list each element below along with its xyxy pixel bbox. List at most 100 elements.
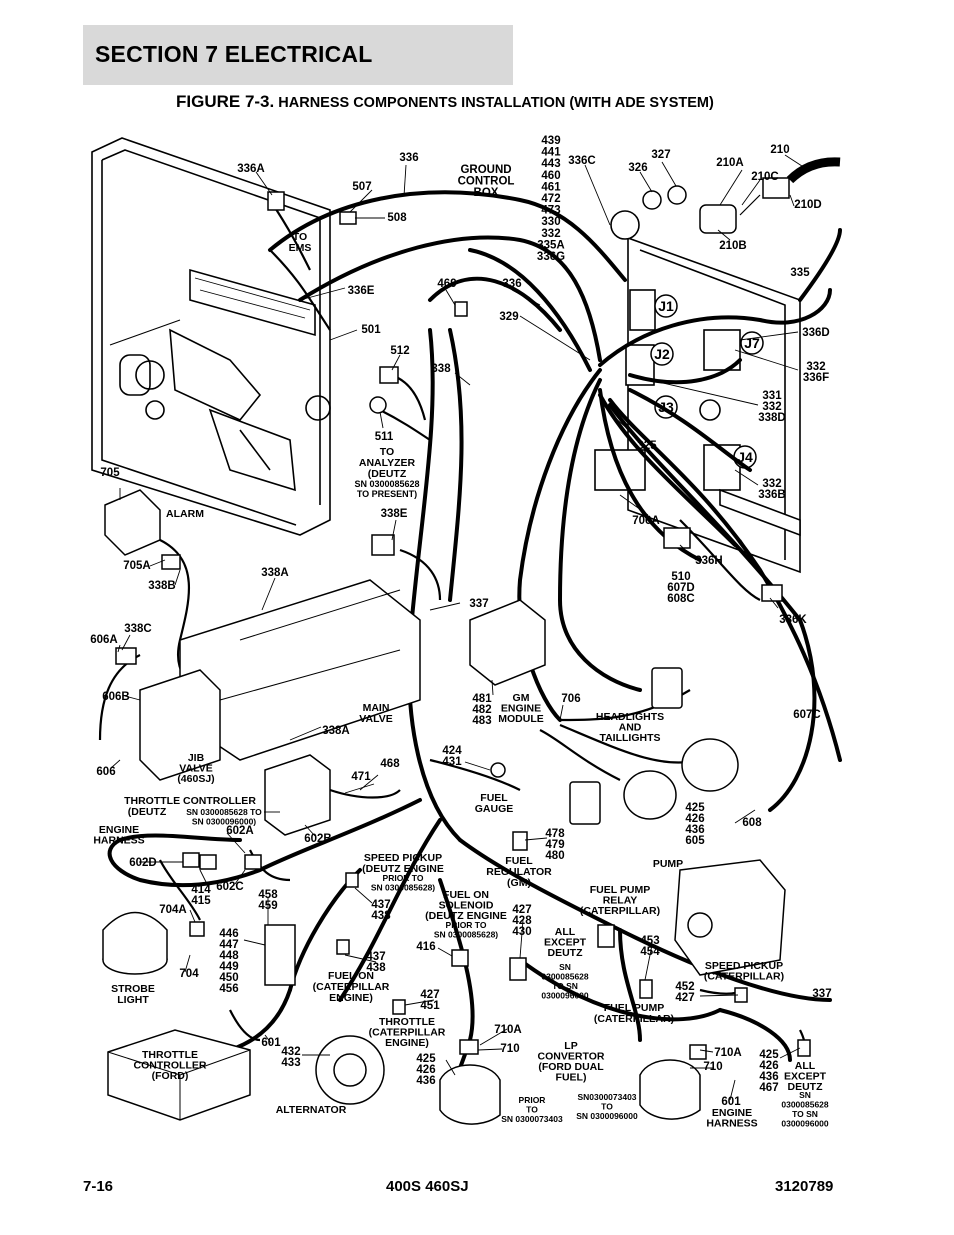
callout-602c: 602C bbox=[216, 881, 244, 893]
callout-338a2: 338A bbox=[322, 725, 350, 737]
callout-line: 0300085628 bbox=[541, 972, 589, 982]
callout-speedpickupcat: SPEED PICKUP(CATERPILLAR) bbox=[704, 960, 784, 983]
callout-speedpickup: SPEED PICKUP(DEUTZ ENGINE bbox=[362, 852, 444, 875]
callout-line: 479 bbox=[545, 839, 564, 851]
callout-469: 469 bbox=[437, 278, 456, 290]
callout-line: 454 bbox=[640, 946, 660, 958]
callout-602b: 602B bbox=[304, 833, 332, 845]
callout-line: 329 bbox=[499, 311, 518, 323]
callout-fuelpumpcat: FUEL PUMP(CATERPILLAR) bbox=[594, 1002, 674, 1025]
headlight-box-2 bbox=[569, 781, 601, 825]
callout-line: 336K bbox=[779, 614, 807, 626]
callout-line: EXCEPT bbox=[784, 1071, 827, 1083]
callout-line: 426 bbox=[416, 1064, 435, 1076]
callout-line: 706A bbox=[632, 515, 660, 527]
callout-line: FUEL PUMP bbox=[590, 884, 650, 896]
callout-338b: 338B bbox=[148, 580, 176, 592]
callout-336h: 336H bbox=[695, 555, 723, 567]
callout-line: MAIN bbox=[363, 702, 390, 714]
callout-338c: 338C bbox=[124, 623, 152, 635]
callout-line: MODULE bbox=[498, 713, 544, 725]
callout-line: 336A bbox=[237, 163, 265, 175]
callout-line: GAUGE bbox=[475, 803, 514, 815]
callout-line: FUEL) bbox=[556, 1072, 587, 1084]
callout-468: 468 bbox=[380, 758, 400, 770]
callout-line: 461 bbox=[541, 181, 561, 193]
callout-line: THROTTLE bbox=[379, 1016, 435, 1028]
callout-line: HARNESS bbox=[93, 835, 144, 847]
callout-line: 602A bbox=[226, 825, 254, 837]
callout-line: TO bbox=[293, 231, 307, 243]
callout-line: LP bbox=[564, 1040, 577, 1052]
callout-706: 706 bbox=[561, 693, 580, 705]
callout-210: 210 bbox=[770, 144, 789, 156]
gm-engine-module bbox=[469, 599, 546, 686]
callout-line: 704 bbox=[179, 968, 199, 980]
callout-line: 458 bbox=[258, 889, 278, 901]
callout-line: 438 bbox=[371, 910, 391, 922]
callout-line: CONTROLLER bbox=[134, 1060, 207, 1072]
callout-327: 327 bbox=[651, 149, 670, 161]
callout-329: 329 bbox=[499, 311, 518, 323]
callout-line: JIB bbox=[188, 752, 205, 764]
pump bbox=[674, 859, 786, 976]
callout-line: 437 bbox=[366, 951, 385, 963]
callout-line: 602C bbox=[216, 881, 244, 893]
callout-line: DEUTZ bbox=[548, 947, 584, 959]
callout-line: 447 bbox=[219, 939, 238, 951]
callout-336b: 336 bbox=[502, 278, 521, 290]
callout-line: 336 bbox=[502, 278, 521, 290]
callout-throttle1: THROTTLE CONTROLLER bbox=[124, 795, 256, 807]
callout-704: 704 bbox=[179, 968, 199, 980]
callout-606: 606 bbox=[96, 766, 115, 778]
callout-337b: 337 bbox=[812, 988, 831, 1000]
callout-line: SN 0300085628) bbox=[371, 883, 435, 893]
figure-caption: HARNESS COMPONENTS INSTALLATION (WITH AD… bbox=[278, 95, 714, 111]
callout-line: (DEUTZ bbox=[368, 468, 407, 480]
callout-416: 416 bbox=[416, 941, 435, 953]
callout-line: STROBE bbox=[111, 983, 155, 995]
callout-line: 426 bbox=[685, 813, 704, 825]
callout-line: 336C bbox=[568, 155, 596, 167]
callout-alarm: ALARM bbox=[166, 508, 204, 520]
callout-line: FUEL ON bbox=[328, 970, 374, 982]
callout-line: SN 0300085628 TO bbox=[186, 807, 262, 817]
callout-line: 337 bbox=[812, 988, 831, 1000]
callout-601: 601 bbox=[261, 1037, 281, 1049]
callout-line: 210C bbox=[751, 171, 779, 183]
callout-line: TO bbox=[380, 446, 394, 458]
callout-line: 326 bbox=[628, 162, 647, 174]
callout-line: (CATERPILLAR bbox=[369, 1027, 446, 1039]
callout-line: (FORD) bbox=[152, 1070, 189, 1082]
callout-line: 338B bbox=[148, 580, 176, 592]
callout-line: 449 bbox=[219, 961, 238, 973]
callout-line: 511 bbox=[375, 431, 394, 443]
components bbox=[102, 191, 811, 1125]
callout-338a: 338A bbox=[261, 567, 289, 579]
callout-throttle2: (DEUTZ bbox=[128, 806, 167, 818]
callout-line: 335A bbox=[537, 239, 565, 251]
callout-336k: 336K bbox=[779, 614, 807, 626]
callout-line: EMS bbox=[289, 242, 312, 254]
callout-line: 607C bbox=[793, 709, 821, 721]
callout-line: 331 bbox=[762, 390, 782, 402]
callout-line: 338E bbox=[381, 508, 408, 520]
callout-line: SN bbox=[799, 1090, 811, 1100]
callout-line: SN 0300073403 bbox=[501, 1114, 563, 1124]
callout-line: (GM) bbox=[507, 877, 531, 889]
callout-line: SOLENOID bbox=[439, 900, 494, 912]
